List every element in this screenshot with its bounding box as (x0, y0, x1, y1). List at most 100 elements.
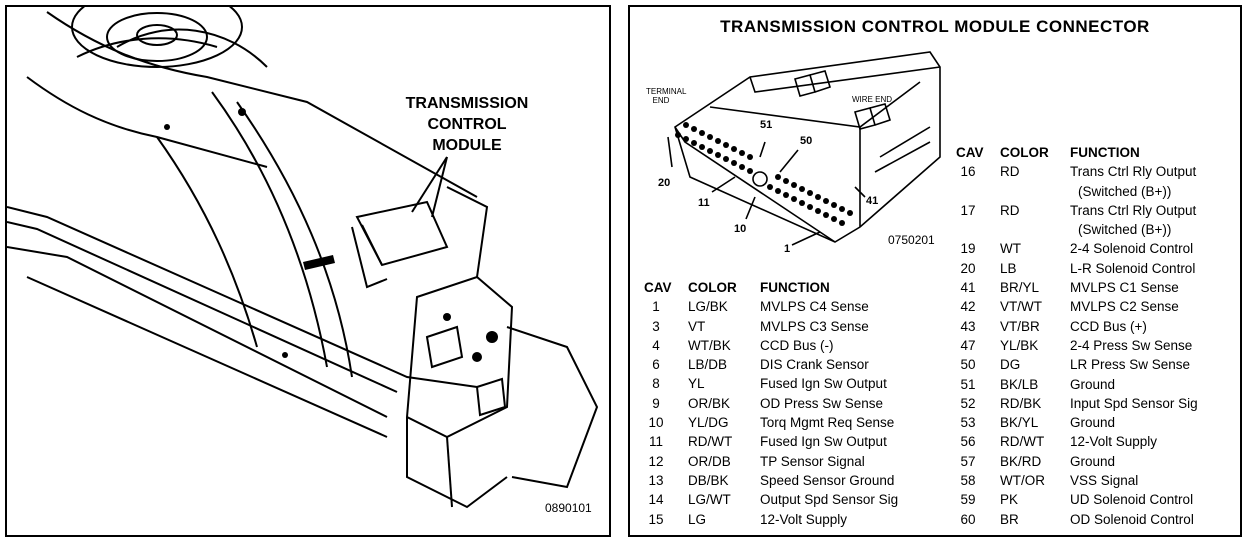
location-illustration-panel: TRANSMISSION CONTROL MODULE 0890101 (5, 5, 611, 537)
function-cell: UD Solenoid Control (1070, 492, 1194, 508)
color-cell: RD/WT (688, 434, 733, 450)
function-cell: Ground (1070, 376, 1116, 392)
color-cell: WT (1000, 241, 1021, 257)
function-cell: LR Press Sw Sense (1070, 357, 1191, 373)
function-cell: Input Spd Sensor Sig (1070, 395, 1198, 411)
color-cell: LB (1000, 260, 1017, 276)
table-row: 12 OR/DB TP Sensor Signal (644, 452, 934, 471)
color-cell: PK (1000, 492, 1019, 508)
pin-label-20: 20 (658, 177, 671, 189)
panel-title: TRANSMISSION CONTROL MODULE CONNECTOR (720, 17, 1150, 36)
cav-cell: 52 (960, 395, 976, 411)
function-cell: Trans Ctrl Rly Output (1070, 164, 1197, 180)
cav-cell: 13 (648, 472, 664, 488)
table-row: 59 PK UD Solenoid Control (956, 490, 1236, 509)
cav-cell: 42 (960, 299, 976, 315)
pin-label-1: 1 (784, 243, 791, 255)
table-row: 6 LB/DB DIS Crank Sensor (644, 355, 934, 374)
function-cell: MVLPS C1 Sense (1070, 280, 1179, 296)
function-cell: OD Solenoid Control (1070, 511, 1194, 527)
function-cell-continued: (Switched (B+)) (1078, 222, 1172, 238)
cav-cell: 6 (652, 357, 660, 373)
cav-cell: 19 (960, 241, 976, 257)
color-cell: VT (688, 318, 706, 334)
function-cell: Fused Ign Sw Output (760, 434, 887, 450)
cav-cell: 57 (960, 453, 976, 469)
header-color: COLOR (688, 280, 737, 295)
left-figure-number: 0890101 (545, 501, 592, 515)
table-row: 16 RD Trans Ctrl Rly Output (Switched (B+)) (956, 162, 1236, 201)
cav-cell: 1 (652, 299, 660, 315)
header-color: COLOR (1000, 145, 1049, 160)
table-row: 20 LB L-R Solenoid Control (956, 259, 1236, 278)
function-cell: Fused Ign Sw Output (760, 376, 887, 392)
terminal-end-label: TERMINAL END (646, 87, 687, 105)
cav-cell: 16 (960, 164, 976, 180)
header-cav: CAV (956, 145, 984, 160)
function-cell: 12-Volt Supply (1070, 434, 1158, 450)
color-cell: YL/DG (688, 415, 729, 431)
color-cell: OR/BK (688, 395, 731, 411)
function-cell: L-R Solenoid Control (1070, 260, 1196, 276)
module-callout: TRANSMISSION CONTROL MODULE (387, 93, 547, 156)
function-cell-continued: (Switched (B+)) (1078, 183, 1172, 199)
color-cell: LG/BK (688, 299, 728, 315)
cav-cell: 47 (960, 337, 976, 353)
function-cell: OD Press Sw Sense (760, 395, 884, 411)
function-cell: Speed Sensor Ground (760, 472, 895, 488)
table-header: CAV COLOR FUNCTION (956, 143, 1236, 162)
header-function: FUNCTION (760, 280, 830, 295)
cav-cell: 20 (960, 260, 976, 276)
color-cell: RD/BK (1000, 395, 1042, 411)
pin-label-50: 50 (800, 135, 813, 147)
cav-cell: 15 (648, 511, 664, 527)
color-cell: YL (688, 376, 705, 392)
color-cell: RD (1000, 202, 1020, 218)
wire-end-label: WIRE END (852, 95, 892, 104)
cav-cell: 10 (648, 415, 664, 431)
cav-cell: 4 (652, 337, 660, 353)
connector-drawing (667, 51, 941, 246)
color-cell: VT/BR (1000, 318, 1040, 334)
cav-cell: 41 (960, 280, 976, 296)
pin-label-51: 51 (760, 119, 773, 131)
function-cell: DIS Crank Sensor (760, 357, 869, 373)
color-cell: LB/DB (688, 357, 728, 373)
cav-cell: 59 (960, 492, 976, 508)
cav-cell: 12 (648, 453, 664, 469)
color-cell: OR/DB (688, 453, 731, 469)
function-cell: Output Spd Sensor Sig (760, 492, 899, 508)
color-cell: VT/WT (1000, 299, 1042, 315)
function-cell: Ground (1070, 453, 1116, 469)
color-cell: WT/OR (1000, 473, 1045, 489)
cav-cell: 14 (648, 492, 664, 508)
function-cell: Torq Mgmt Req Sense (760, 415, 895, 431)
table-row: 10 YL/DG Torq Mgmt Req Sense (644, 413, 934, 432)
color-cell: YL/BK (1000, 337, 1039, 353)
function-cell: TP Sensor Signal (760, 453, 865, 469)
right-figure-number: 0750201 (888, 233, 935, 247)
color-cell: RD (1000, 164, 1020, 180)
function-cell: MVLPS C3 Sense (760, 318, 869, 334)
color-cell: BK/YL (1000, 415, 1039, 431)
color-cell: LG (688, 511, 707, 527)
